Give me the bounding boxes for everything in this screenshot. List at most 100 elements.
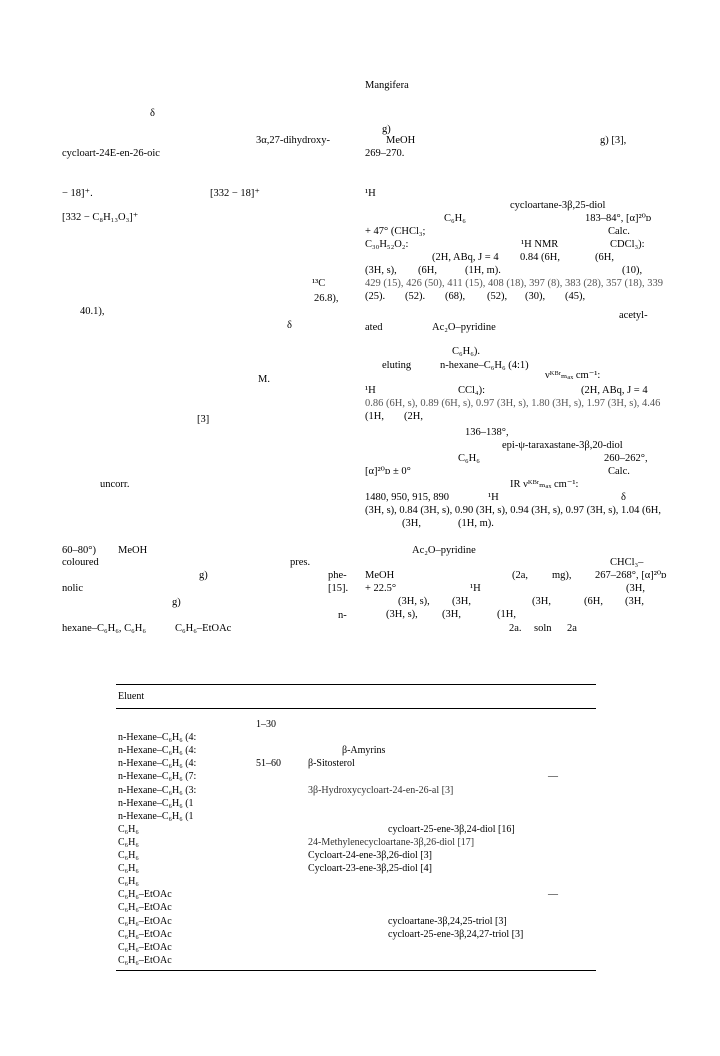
- right-text-fragment: (52),: [487, 291, 508, 302]
- table-cell-compound: cycloart-25-ene-3β,24-diol [16]: [388, 823, 515, 835]
- right-text-fragment: n-hexane–C₆H₆ (4:1): [440, 360, 529, 371]
- table-cell-eluent: C₆H₆–EtOAc: [118, 902, 172, 914]
- right-text-fragment: 2a: [567, 623, 577, 634]
- right-text-fragment: C₆H₆: [458, 453, 480, 464]
- right-text-fragment: 136–138°,: [465, 427, 509, 438]
- left-text-fragment: g): [199, 570, 208, 581]
- table-row: n-Hexane–C₆H₆ (4:: [116, 731, 596, 744]
- right-text-fragment: [α]²⁰ᴅ ± 0°: [365, 466, 411, 477]
- right-text-fragment: δ: [621, 492, 626, 503]
- left-text-fragment: [332 − 18]⁺: [210, 188, 260, 199]
- right-text-fragment: Mangifera: [365, 80, 409, 91]
- table-cell-eluent: C₆H₆–EtOAc: [118, 941, 172, 953]
- right-text-fragment: 183–84°, [α]²⁰ᴅ: [585, 213, 652, 224]
- table-row: 1–30: [116, 718, 596, 731]
- right-text-fragment: (3H, s),: [365, 265, 397, 276]
- table-cell-eluent: C₆H₆: [118, 850, 139, 861]
- right-text-fragment: (3H,: [442, 609, 461, 620]
- right-text-fragment: 0.84 (6H,: [520, 252, 560, 263]
- right-text-fragment: νᴷᴮʳₘₐₓ cm⁻¹:: [545, 370, 601, 381]
- table-cell-compound: 3β-Hydroxycycloart-24-en-26-al [3]: [308, 784, 454, 796]
- table-cell-eluent: C₆H₆: [118, 823, 139, 835]
- right-text-fragment: IR νᴷᴮʳₘₐₓ cm⁻¹:: [510, 479, 579, 490]
- table-cell-compound: —: [548, 771, 558, 783]
- right-text-fragment: eluting: [382, 360, 412, 371]
- table-cell-eluent: C₆H₆–EtOAc: [118, 915, 172, 927]
- right-text-fragment: g) [3],: [600, 135, 627, 146]
- right-text-fragment: MeOH: [386, 135, 416, 146]
- left-text-fragment: n-: [338, 610, 347, 621]
- left-text-fragment: uncorr.: [100, 479, 130, 490]
- left-text-fragment: M.: [258, 374, 270, 385]
- table-cell-eluent: n-Hexane–C₆H₆ (4:: [118, 732, 197, 744]
- table-row: C₆H₆ Cycloart-24-ene-3β,26-diol [3]: [116, 849, 596, 862]
- table-row: C₆H₆–EtOAc: [116, 954, 596, 967]
- right-text-fragment: (2a,: [512, 570, 529, 581]
- right-text-fragment: Calc.: [608, 226, 630, 237]
- table-cell-eluent: n-Hexane–C₆H₆ (4:: [118, 745, 197, 757]
- table-cell-compound: β-Amyrins: [342, 745, 386, 757]
- table-row: n-Hexane–C₆H₆ (1: [116, 810, 596, 823]
- table-row: C₆H₆ cycloart-25-ene-3β,24-diol [16]: [116, 823, 596, 836]
- left-text-fragment: δ: [287, 320, 292, 331]
- right-text-fragment: mg),: [552, 570, 572, 581]
- left-text-fragment: nolic: [62, 583, 83, 594]
- table-cell-eluent: n-Hexane–C₆H₆ (1: [118, 797, 194, 809]
- right-text-fragment: (3H,: [626, 583, 645, 594]
- left-text-fragment: coloured: [62, 557, 99, 568]
- table-row: C₆H₆–EtOAc: [116, 941, 596, 954]
- table-cell-compound: Cycloart-24-ene-3β,26-diol [3]: [308, 850, 432, 861]
- right-text-fragment: ¹H: [365, 188, 376, 199]
- right-text-fragment: CCl₄):: [458, 385, 485, 396]
- left-text-fragment: hexane–C₆H₆, C₆H₆: [62, 623, 147, 634]
- right-text-fragment: (2H,: [404, 411, 423, 422]
- left-text-fragment: MeOH: [118, 545, 148, 556]
- right-text-fragment: + 22.5°: [365, 583, 397, 594]
- right-text-fragment: C₃₀H₅₂O₂:: [365, 239, 409, 250]
- table-cell-compound: cycloart-25-ene-3β,24,27-triol [3]: [388, 928, 524, 940]
- right-text-fragment: (2H, ABq, J = 4: [432, 252, 499, 263]
- table-header-eluent: Eluent: [118, 691, 145, 702]
- table-cell-eluent: C₆H₆: [118, 863, 139, 875]
- right-text-fragment: (52).: [405, 291, 426, 302]
- left-text-fragment: 26.8),: [314, 293, 339, 304]
- left-text-fragment: [3]: [197, 414, 210, 425]
- right-text-fragment: 2a.: [509, 623, 522, 634]
- right-text-fragment: (30),: [525, 291, 546, 302]
- left-text-fragment: 60–80°): [62, 545, 96, 556]
- right-text-fragment: (3H,: [532, 596, 551, 607]
- right-text-fragment: (3H, s),: [398, 596, 430, 607]
- right-text-fragment: Ac₂O–pyridine: [432, 322, 496, 333]
- table-cell-eluent: C₆H₆–EtOAc: [118, 928, 172, 940]
- left-text-fragment: 3α,27-dihydroxy-: [256, 135, 331, 146]
- right-text-fragment: (1H,: [365, 411, 384, 422]
- table-cell-eluent: n-Hexane–C₆H₆ (7:: [118, 771, 197, 783]
- table-row: C₆H₆: [116, 875, 596, 888]
- right-text-fragment: C₆H₆: [444, 213, 466, 224]
- left-text-fragment: g): [172, 597, 181, 608]
- table-cell-eluent: n-Hexane–C₆H₆ (3:: [118, 784, 197, 796]
- table-cell-fraction: 51–60: [256, 758, 281, 770]
- right-text-fragment: 269–270.: [365, 148, 405, 159]
- right-text-fragment: ¹H: [488, 492, 499, 503]
- right-text-fragment: (6H,: [418, 265, 437, 276]
- right-text-fragment: (10),: [622, 265, 643, 276]
- table-cell-eluent: C₆H₆–EtOAc: [118, 889, 172, 901]
- table-row: C₆H₆–EtOAc cycloart-25-ene-3β,24,27-triol…: [116, 928, 596, 941]
- right-text-fragment: 267–268°, [α]²⁰ᴅ: [595, 570, 667, 581]
- left-text-fragment: cycloart-24E-en-26-oic: [62, 148, 160, 159]
- table-cell-eluent: C₆H₆–EtOAc: [118, 954, 172, 966]
- right-text-fragment: ¹H NMR: [521, 239, 559, 250]
- right-text-fragment: CHCl₃–: [610, 557, 644, 568]
- right-text-fragment: CDCl₃):: [610, 239, 645, 250]
- table-row: n-Hexane–C₆H₆ (1: [116, 797, 596, 810]
- right-text-fragment: 260–262°,: [604, 453, 648, 464]
- right-text-fragment: (1H,: [497, 609, 516, 620]
- right-text-fragment: soln: [534, 623, 552, 634]
- left-text-fragment: δ: [150, 108, 155, 119]
- left-text-fragment: phe-: [328, 570, 347, 581]
- left-text-fragment: [15].: [328, 583, 349, 594]
- table-cell-fraction: 1–30: [256, 719, 276, 730]
